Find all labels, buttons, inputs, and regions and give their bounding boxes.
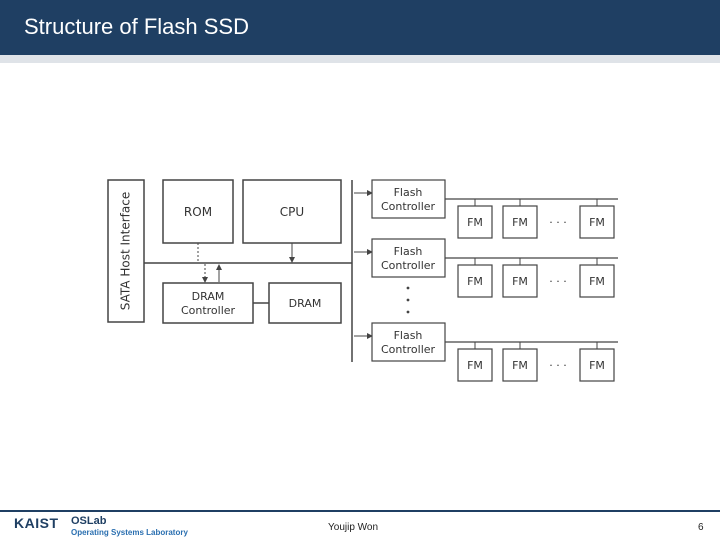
fm-label: FM bbox=[512, 359, 528, 372]
fm-box bbox=[502, 264, 538, 298]
oslab-logo: OSLab bbox=[71, 515, 107, 527]
flash-controller-label-line1: Flash bbox=[394, 245, 423, 258]
title-bar: Structure of Flash SSD bbox=[0, 0, 720, 55]
fm-label: FM bbox=[589, 275, 605, 288]
cpu-label: CPU bbox=[280, 205, 304, 219]
oslab-logo-subtitle: Operating Systems Laboratory bbox=[71, 528, 188, 537]
fm-box bbox=[579, 348, 615, 382]
sata-host-interface-label: SATA Host Interface bbox=[119, 192, 133, 310]
fm-ellipsis: · · · bbox=[549, 275, 566, 288]
flash-channel-row-1: Flash Controller FM FM · · · FM bbox=[354, 179, 618, 239]
fm-box bbox=[457, 264, 493, 298]
page-number: 6 bbox=[698, 522, 704, 533]
fm-box bbox=[457, 205, 493, 239]
flash-controller-label-line1: Flash bbox=[394, 329, 423, 342]
fm-ellipsis: · · · bbox=[549, 216, 566, 229]
rom-box bbox=[162, 179, 234, 244]
footer-rule bbox=[0, 510, 720, 512]
dram-controller-label-line2: Controller bbox=[181, 304, 236, 317]
flash-controller-label-line2: Controller bbox=[381, 343, 436, 356]
kaist-logo: KAIST bbox=[14, 515, 59, 531]
fm-ellipsis: · · · bbox=[549, 359, 566, 372]
fm-box bbox=[457, 348, 493, 382]
rom-label: ROM bbox=[184, 205, 212, 219]
fm-label: FM bbox=[512, 216, 528, 229]
dram-controller-label-line1: DRAM bbox=[192, 290, 225, 303]
title-rule bbox=[0, 55, 720, 63]
author-name: Youjip Won bbox=[328, 522, 379, 533]
vertical-ellipsis bbox=[406, 286, 410, 314]
fm-label: FM bbox=[512, 275, 528, 288]
fm-label: FM bbox=[467, 216, 483, 229]
fm-box bbox=[502, 205, 538, 239]
slide-title: Structure of Flash SSD bbox=[24, 14, 249, 39]
fm-box bbox=[579, 264, 615, 298]
flash-controller-label-line2: Controller bbox=[381, 259, 436, 272]
flash-controller-label-line1: Flash bbox=[394, 186, 423, 199]
fm-label: FM bbox=[589, 216, 605, 229]
flash-controller-label-line2: Controller bbox=[381, 200, 436, 213]
dram-label: DRAM bbox=[289, 297, 322, 310]
flash-controller-box bbox=[371, 179, 446, 219]
fm-label: FM bbox=[467, 275, 483, 288]
fm-box bbox=[502, 348, 538, 382]
sata-host-interface-box bbox=[107, 179, 145, 323]
flash-channel-row-3: Flash Controller FM FM · · · FM bbox=[354, 322, 618, 382]
fm-label: FM bbox=[589, 359, 605, 372]
fm-box bbox=[579, 205, 615, 239]
dram-controller-box bbox=[162, 282, 254, 324]
flash-channel-row-2: Flash Controller FM FM · · · FM bbox=[354, 238, 618, 298]
flash-controller-box bbox=[371, 322, 446, 362]
fm-label: FM bbox=[467, 359, 483, 372]
